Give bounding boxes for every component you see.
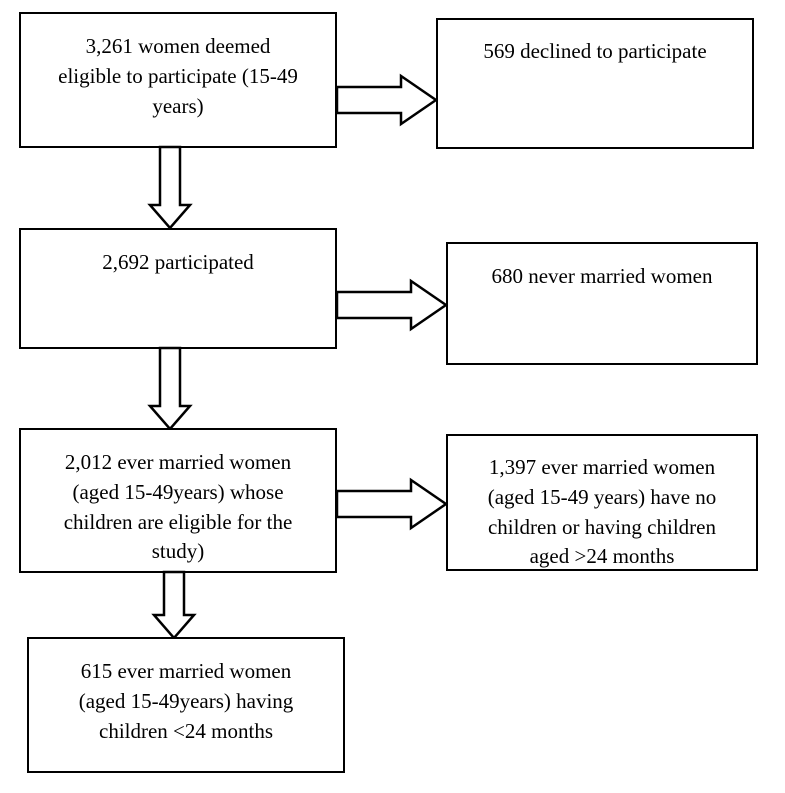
arrow-eligible-to-participated-icon [147, 145, 193, 230]
arrow-eligible-to-declined-icon [335, 73, 439, 127]
node-box-eligible: 3,261 women deemed eligible to participa… [19, 12, 337, 148]
arrow-ever-married-to-final-icon [151, 570, 197, 640]
node-text-eligible: 3,261 women deemed eligible to participa… [58, 34, 298, 118]
node-box-ever-married-eligible: 2,012 ever married women (aged 15-49year… [19, 428, 337, 573]
node-box-never-married: 680 never married women [446, 242, 758, 365]
node-box-final-sample: 615 ever married women (aged 15-49years)… [27, 637, 345, 773]
arrow-ever-married-to-excluded-icon [335, 477, 449, 531]
node-box-declined: 569 declined to participate [436, 18, 754, 149]
node-text-final-sample: 615 ever married women (aged 15-49years)… [78, 659, 294, 743]
node-text-never-married: 680 never married women [491, 264, 713, 288]
node-box-participated: 2,692 participated [19, 228, 337, 349]
node-text-declined: 569 declined to participate [483, 39, 707, 63]
node-text-participated: 2,692 participated [102, 250, 254, 274]
node-text-excluded-no-children: 1,397 ever married women (aged 15-49 yea… [487, 455, 717, 569]
node-box-excluded-no-children: 1,397 ever married women (aged 15-49 yea… [446, 434, 758, 571]
arrow-participated-to-never-married-icon [335, 278, 449, 332]
node-text-ever-married-eligible: 2,012 ever married women (aged 15-49year… [63, 450, 293, 564]
arrow-participated-to-ever-married-icon [147, 346, 193, 431]
